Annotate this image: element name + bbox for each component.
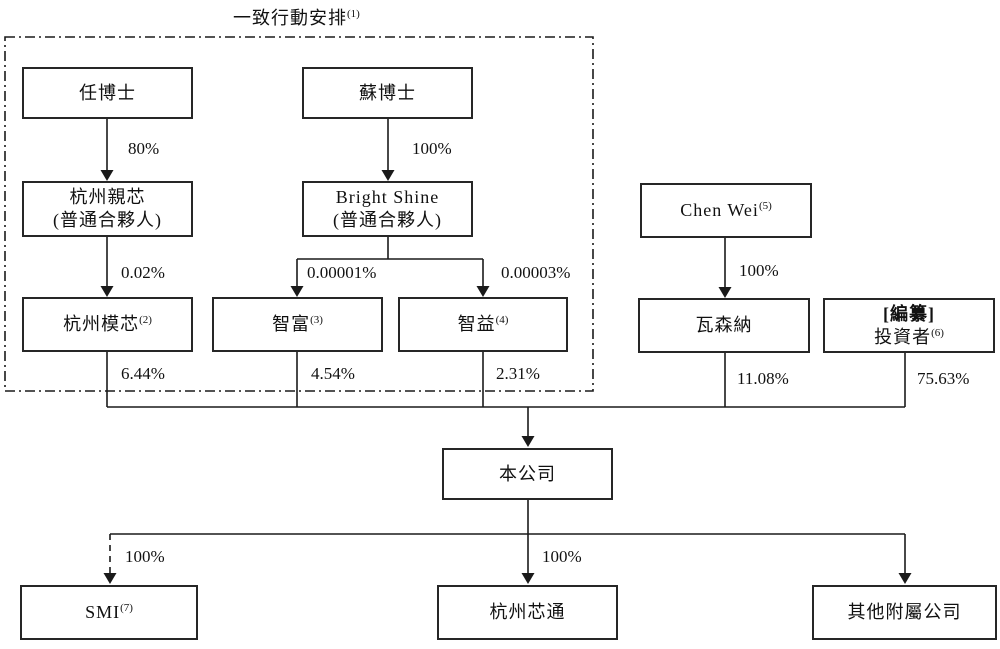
- entity-box-wasenna: 瓦森納: [638, 298, 810, 353]
- entity-box-zhifu: 智富(3): [212, 297, 383, 352]
- arrowhead: [521, 436, 535, 447]
- entity-box-hangzhou-moxin: 杭州模芯(2): [22, 297, 193, 352]
- entity-label: 杭州芯通: [489, 602, 566, 622]
- pct-label-wasenna-to-company: 11.08%: [737, 369, 789, 388]
- entity-label: 智富(3): [272, 314, 323, 334]
- diagram-title-text: 一致行動安排: [233, 8, 347, 28]
- entity-label: 瓦森納: [695, 315, 753, 335]
- arrowhead: [521, 573, 535, 584]
- pct-label-company-to-smi: 100%: [125, 547, 165, 566]
- entity-box-zhiyi: 智益(4): [398, 297, 568, 352]
- arrowhead: [898, 573, 912, 584]
- entity-sublabel: (普通合夥人): [53, 210, 162, 230]
- pct-label-company-to-xintong: 100%: [542, 547, 582, 566]
- arrowhead: [718, 287, 732, 298]
- footnote-marker: (6): [931, 326, 944, 339]
- footnote-marker: (7): [120, 602, 133, 614]
- entity-box-dr-su: 蘇博士: [302, 67, 473, 119]
- arrowhead: [100, 286, 114, 297]
- entity-box-investors: [編纂] 投資者(6): [823, 298, 995, 353]
- redaction-tag: [編纂]: [883, 303, 935, 324]
- entity-box-smi: SMI(7): [20, 585, 198, 640]
- entity-label: 蘇博士: [359, 82, 416, 103]
- pct-label-brightshine-to-zhiyi: 0.00003%: [501, 263, 571, 282]
- footnote-marker: (4): [495, 314, 509, 326]
- pct-label-investors-to-company: 75.63%: [917, 369, 970, 388]
- entity-label: SMI(7): [85, 602, 133, 622]
- entity-label: 杭州模芯(2): [63, 314, 152, 334]
- arrowhead: [103, 573, 117, 584]
- concert-party-group-border: [4, 36, 594, 392]
- footnote-marker: (3): [310, 314, 323, 326]
- entity-label: 智益(4): [457, 314, 509, 334]
- pct-label-su-to-brightshine: 100%: [412, 139, 452, 158]
- entity-label: Bright Shine: [335, 187, 440, 207]
- pct-label-moxin-to-company: 6.44%: [121, 364, 165, 383]
- pct-label-zhiyi-to-company: 2.31%: [496, 364, 540, 383]
- arrowhead: [381, 170, 395, 181]
- pct-label-chenwei-to-wasenna: 100%: [739, 261, 779, 280]
- entity-label: 本公司: [499, 463, 556, 484]
- entity-box-chen-wei: Chen Wei(5): [640, 183, 812, 238]
- footnote-marker: (1): [347, 8, 360, 20]
- footnote-marker: (5): [758, 200, 772, 212]
- arrowhead: [290, 286, 304, 297]
- entity-box-dr-ren: 任博士: [22, 67, 193, 119]
- pct-label-zhifu-to-company: 4.54%: [311, 364, 355, 383]
- entity-label: Chen Wei(5): [680, 200, 772, 220]
- entity-box-bright-shine: Bright Shine (普通合夥人): [302, 181, 473, 237]
- entity-label: 其他附屬公司: [847, 602, 962, 622]
- diagram-title: 一致行動安排(1): [233, 4, 360, 30]
- entity-sublabel: (普通合夥人): [333, 210, 442, 230]
- entity-label: 杭州親芯: [69, 187, 146, 207]
- entity-box-hangzhou-xintong: 杭州芯通: [437, 585, 618, 640]
- pct-label-qinxin-to-moxin: 0.02%: [121, 263, 165, 282]
- pct-label-brightshine-to-zhifu: 0.00001%: [307, 263, 377, 282]
- entity-label: 任博士: [79, 82, 136, 103]
- entity-box-hangzhou-qinxin: 杭州親芯 (普通合夥人): [22, 181, 193, 237]
- entity-label: 投資者(6): [874, 326, 944, 347]
- entity-box-other-subsidiaries: 其他附屬公司: [812, 585, 997, 640]
- arrowhead: [100, 170, 114, 181]
- pct-label-ren-to-qinxin: 80%: [128, 139, 160, 158]
- footnote-marker: (2): [139, 314, 152, 326]
- arrowhead: [476, 286, 490, 297]
- entity-box-company: 本公司: [442, 448, 613, 500]
